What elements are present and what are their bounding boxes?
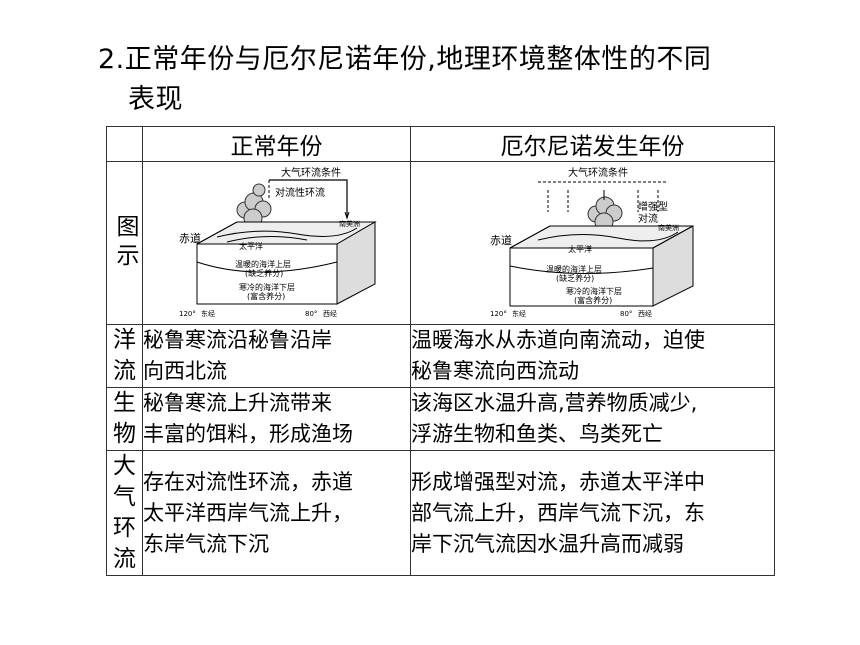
cell-line: 温暖海水从赤道向南流动，迫使 [411,328,705,352]
biology-normal-cell: 秘鲁寒流上升流带来 丰富的饵料，形成渔场 [142,387,411,451]
figure-elnino: 大气环流条件 增强型 对流 赤道 太平洋 南美洲 温暖的海洋上层 (缺乏养分) … [410,161,775,325]
cell-line: 秘鲁寒流上升流带来 [143,391,332,415]
elnino-top-label: 大气环流条件 [568,166,628,179]
row-label-char: 物 [113,421,136,447]
header-row: 正常年份 厄尔尼诺发生年份 [106,126,775,162]
normal-equator-label: 赤道 [179,231,201,245]
elnino-circ-label-2: 对流 [638,212,658,225]
elnino-upper-sub: (缺乏养分) [556,273,594,283]
elnino-lower-label: 寒冷的海洋下层 [566,286,622,296]
row-label-ocean: 洋 流 [106,324,143,388]
cell-line: 东岸气流下沉 [143,531,269,556]
ocean-normal-cell: 秘鲁寒流沿秘鲁沿岸 向西北流 [142,324,411,388]
row-label-char: 气 [113,484,136,510]
cell-line: 该海区水温升高,营养物质减少, [411,391,698,415]
normal-lon2: 80° [305,310,317,318]
elnino-lower-sub: (富含养分) [574,295,612,305]
ocean-current-row: 洋 流 秘鲁寒流沿秘鲁沿岸 向西北流 温暖海水从赤道向南流动，迫使 秘鲁寒流向西… [106,324,775,388]
row-label-biology: 生 物 [106,387,143,451]
elnino-ocean-label: 太平洋 [568,244,592,254]
normal-lower-sub: (富含养分) [247,291,285,301]
normal-lower-label: 寒冷的海洋下层 [239,282,295,292]
cell-line: 秘鲁寒流向西流动 [411,359,579,383]
normal-upper-sub: (缺乏养分) [245,268,283,278]
elnino-lon1-dir: 东经 [512,309,526,318]
row-label-char: 环 [113,515,136,541]
elnino-circ-label-1: 增强型 [638,200,668,213]
title-line-1: 2.正常年份与厄尔尼诺年份,地理环境整体性的不同 [98,44,712,75]
cell-line: 部气流上升，西岸气流下沉，东 [411,500,705,525]
cell-line: 太平洋西岸气流上升， [143,500,353,525]
cell-line: 岸下沉气流因水温升高而减弱 [411,531,684,556]
normal-ocean-label: 太平洋 [239,241,263,251]
cell-line: 浮游生物和鱼类、鸟类死亡 [411,422,663,446]
elnino-lon2-dir: 西经 [638,309,652,318]
elnino-ne-label: 南美洲 [658,223,679,232]
normal-lon2-dir: 西经 [323,309,337,318]
atmosphere-elnino-cell: 形成增强型对流，赤道太平洋中 部气流上升，西岸气流下沉，东 岸下沉气流因水温升高… [410,450,775,576]
atmosphere-row: 大 气 环 流 存在对流性环流，赤道 太平洋西岸气流上升， 东岸气流下沉 形成增… [106,450,775,576]
cell-line: 形成增强型对流，赤道太平洋中 [411,469,705,494]
figure-label-text: 图示 [112,214,138,272]
normal-ne-label: 南美洲 [339,219,360,228]
page-title: 2.正常年份与厄尔尼诺年份,地理环境整体性的不同 表现 [98,40,798,120]
figure-row: 图示 大气环流条件 对流性环流 [106,161,775,325]
elnino-equator-label: 赤道 [490,233,512,247]
header-corner [106,126,143,162]
normal-circ-label: 对流性环流 [275,186,325,199]
cell-line: 存在对流性环流，赤道 [143,469,353,494]
elnino-upper-label: 温暖的海洋上层 [546,264,602,274]
figure-normal: 大气环流条件 对流性环流 赤道 太平洋 南美洲 温暖的海洋上层 (缺乏养分) 寒… [142,161,411,325]
cloud-icon [236,183,271,228]
elnino-year-diagram: 大气环流条件 增强型 对流 赤道 太平洋 南美洲 温暖的海洋上层 (缺乏养分) … [490,166,693,318]
row-label-char: 流 [113,546,136,572]
cell-line: 秘鲁寒流沿秘鲁沿岸 [143,328,332,352]
title-line-2: 表现 [128,84,183,115]
normal-top-label: 大气环流条件 [281,166,341,179]
row-label-char: 洋 [113,327,136,353]
elnino-lon1: 120° [490,310,507,318]
comparison-table: 正常年份 厄尔尼诺发生年份 图示 大气环流条件 对流性环 [106,126,775,576]
header-elnino: 厄尔尼诺发生年份 [410,126,775,162]
row-label-char: 生 [113,390,136,416]
row-label-atmosphere: 大 气 环 流 [106,450,143,576]
cell-line: 丰富的饵料，形成渔场 [143,422,353,446]
normal-upper-label: 温暖的海洋上层 [235,259,291,269]
normal-lon1: 120° [179,310,196,318]
row-label-char: 大 [113,453,136,479]
normal-year-diagram: 大气环流条件 对流性环流 赤道 太平洋 南美洲 温暖的海洋上层 (缺乏养分) 寒… [179,166,377,318]
biology-row: 生 物 秘鲁寒流上升流带来 丰富的饵料，形成渔场 该海区水温升高,营养物质减少,… [106,387,775,451]
atmosphere-normal-cell: 存在对流性环流，赤道 太平洋西岸气流上升， 东岸气流下沉 [142,450,411,576]
cell-line: 向西北流 [143,359,227,383]
row-label-char: 流 [113,358,136,384]
elnino-lon2: 80° [620,310,632,318]
normal-lon1-dir: 东经 [201,309,215,318]
biology-elnino-cell: 该海区水温升高,营养物质减少, 浮游生物和鱼类、鸟类死亡 [410,387,775,451]
figure-row-label: 图示 [106,161,143,325]
header-normal: 正常年份 [142,126,411,162]
ocean-elnino-cell: 温暖海水从赤道向南流动，迫使 秘鲁寒流向西流动 [410,324,775,388]
